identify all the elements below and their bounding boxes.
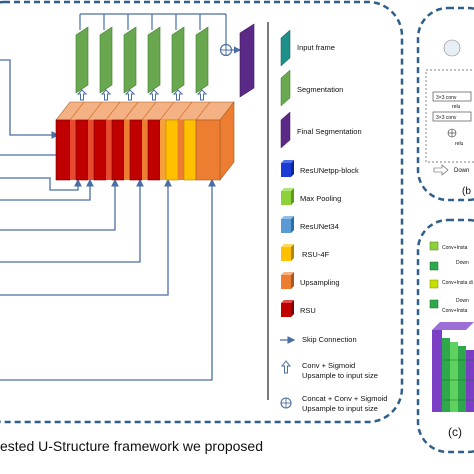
panel-c-label: (c) (448, 425, 462, 439)
legend-label: Concat + Conv + Sigmoid (302, 394, 387, 403)
segmentation-outputs (75, 26, 209, 94)
skip-connections (0, 59, 216, 381)
segmentation-map (75, 26, 89, 94)
up-arrow-icon (280, 360, 292, 374)
fusion-path (79, 13, 242, 54)
legend-item-segmentation: Segmentation (280, 69, 343, 107)
legend-label: Upsample to input size (302, 371, 378, 380)
panel-c-item: Conv+Insta (442, 245, 468, 251)
main-panel-frame (0, 0, 404, 424)
down-label: Down (454, 168, 469, 174)
segmentation-map (147, 26, 161, 94)
legend-item-final-segmentation: Final Segmentation (280, 111, 362, 149)
segmentation-map (99, 26, 113, 94)
legend-item-upsampling: Upsampling (281, 272, 340, 289)
conv-label: 3×3 conv (436, 115, 457, 121)
legend-label: RSU-4F (302, 250, 330, 259)
legend-label: Max Pooling (300, 194, 341, 203)
relu-label: relu (452, 104, 461, 110)
panel-b-label: (b (462, 186, 471, 197)
legend-item-rsu-4f: RSU-4F (281, 244, 330, 261)
legend-label: Upsampling (300, 278, 340, 287)
final-segmentation-map (239, 23, 255, 98)
down-arrow-icon (433, 164, 449, 176)
legend-item-skip-connection: Skip Connection (280, 335, 357, 344)
legend-item-rsu: RSU (281, 300, 316, 317)
legend-item-resunetpp-block: ResUNetpp-block (281, 160, 359, 177)
legend-item-resunet34: ResUNet34 (281, 216, 339, 233)
conv-sigmoid-arrows (76, 89, 208, 101)
panel-c-3d-stack (432, 322, 474, 412)
panel-c-item: Down (456, 260, 469, 266)
concat-symbol (219, 43, 233, 57)
legend-item-conv-sigmoid: Conv + Sigmoid Upsample to input size (280, 360, 378, 380)
legend-label: Skip Connection (302, 335, 357, 344)
panel-c: Conv+Insta Down Conv+Insta di Down Conv+… (416, 218, 474, 454)
encoder-decoder-stack (55, 101, 235, 181)
segmentation-map (195, 26, 209, 94)
legend-label: Conv + Sigmoid (302, 361, 355, 370)
relu-label: relu (455, 141, 464, 147)
panel-b: 3×3 conv relu 3×3 conv relu Down (b (416, 6, 474, 202)
legend-label: Input frame (297, 43, 335, 52)
legend-label: ResUNetpp-block (300, 166, 359, 175)
figure-caption: ested U-Structure framework we proposed (0, 438, 263, 454)
legend-item-concat-conv: Concat + Conv + Sigmoid Upsample to inpu… (280, 394, 387, 413)
legend-label: RSU (300, 306, 316, 315)
panel-c-item: Conv+Insta (442, 308, 468, 314)
panel-c-item: Down (456, 298, 469, 304)
legend-label: ResUNet34 (300, 222, 339, 231)
legend-label: Segmentation (297, 85, 343, 94)
panel-c-item: Conv+Insta di (442, 280, 473, 286)
conv-label: 3×3 conv (436, 95, 457, 101)
concat-icon (280, 397, 292, 409)
legend-label: Final Segmentation (297, 127, 362, 136)
legend-item-max-pooling: Max Pooling (281, 188, 341, 205)
legend: Input frame Segmentation Final Segmentat… (280, 29, 387, 413)
legend-item-input-frame: Input frame (280, 29, 335, 67)
segmentation-map (123, 26, 137, 94)
legend-label: Upsample to input size (302, 404, 378, 413)
segmentation-map (171, 26, 185, 94)
